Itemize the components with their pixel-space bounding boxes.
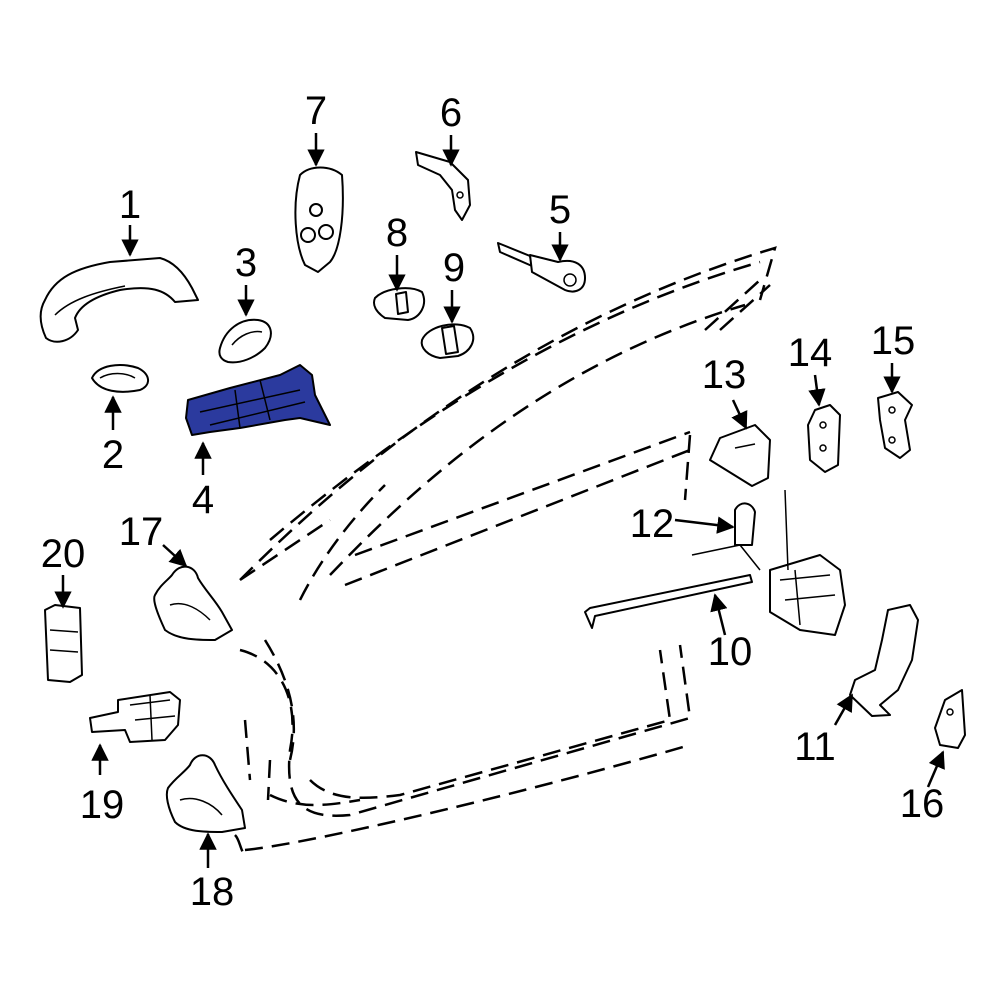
leader-arrows: [54, 133, 945, 868]
part-19-door-check: [89, 691, 181, 743]
part-18-lower-hinge: [165, 754, 246, 833]
part-10-door-lock-and-rod: [584, 489, 846, 636]
part-9-lever: [420, 323, 475, 359]
part-11-lock-cover: [849, 604, 919, 717]
callout-1: 1: [119, 183, 141, 227]
part-4-handle-carrier-highlighted: [185, 364, 331, 436]
part-15-bracket: [877, 391, 913, 459]
part-13-striker-bracket: [709, 424, 771, 487]
callout-5: 5: [549, 188, 571, 232]
callout-18: 18: [190, 870, 235, 914]
callout-4: 4: [192, 478, 214, 522]
callout-15: 15: [871, 319, 916, 363]
part-6-bracket: [415, 151, 471, 221]
part-17-upper-hinge: [153, 565, 233, 641]
callout-13: 13: [702, 353, 747, 397]
part-3-bezel: [218, 318, 272, 364]
callout-labels: 1 2 3 4 5 6 7 8 9 10 11 12 13 14 15 16 1…: [41, 89, 945, 914]
part-8-cylinder-cap: [373, 287, 426, 321]
part-14-plate: [807, 404, 841, 473]
callout-17: 17: [119, 510, 164, 554]
part-5-lock-cylinder: [497, 242, 586, 293]
door-outline: [234, 246, 777, 856]
callout-20: 20: [41, 532, 86, 576]
callout-9: 9: [443, 246, 465, 290]
callout-11: 11: [794, 725, 836, 769]
callout-10: 10: [708, 630, 753, 674]
callout-7: 7: [305, 89, 327, 133]
callout-12: 12: [630, 502, 675, 546]
callout-6: 6: [440, 91, 462, 135]
part-16-shield: [934, 689, 966, 749]
callout-8: 8: [386, 211, 408, 255]
part-7-key-fob: [294, 166, 344, 273]
part-1-grab-handle: [39, 257, 199, 343]
part-20-buffer: [44, 604, 83, 683]
part-12-clip: [734, 502, 756, 546]
callout-19: 19: [80, 783, 125, 827]
callout-16: 16: [900, 782, 945, 826]
callout-2: 2: [102, 433, 124, 477]
part-2-handle-cover: [91, 364, 149, 393]
callout-14: 14: [788, 331, 833, 375]
callout-3: 3: [235, 241, 257, 285]
